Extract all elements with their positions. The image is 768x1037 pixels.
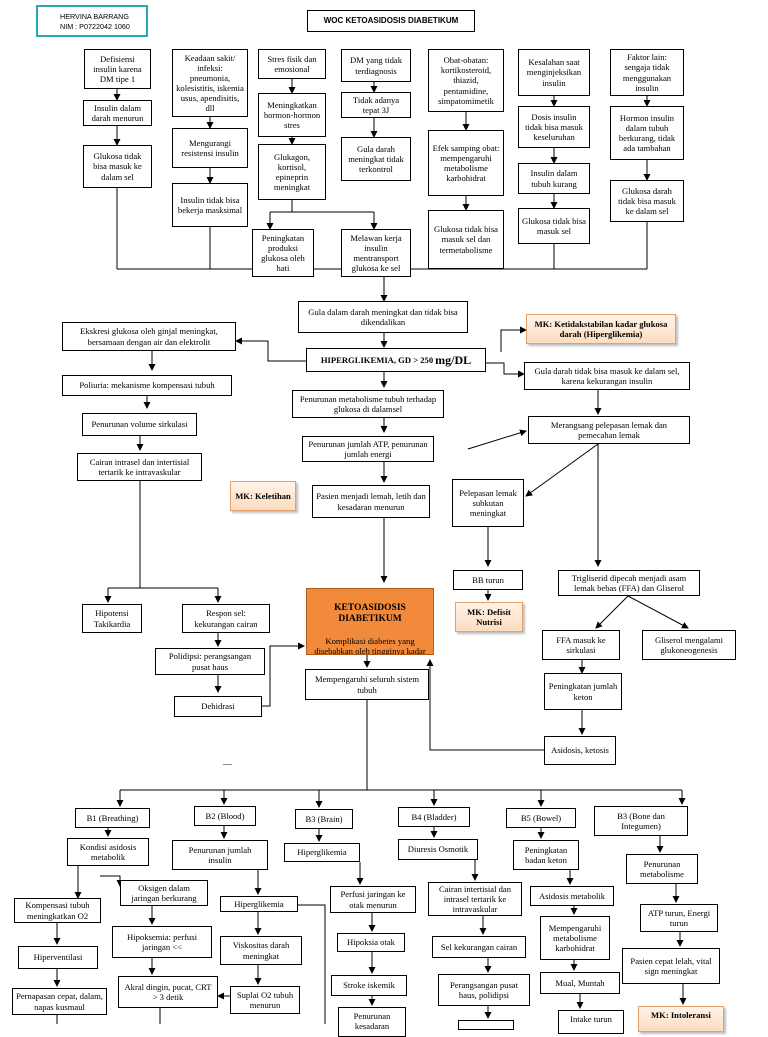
cause-infeksi: Keadaan sakit/ infeksi: pneumonia, koles…	[172, 49, 248, 117]
b2-viskositas-box: Viskositas darah meningkat	[220, 936, 302, 965]
ketoasidosis-diabetikum-box: KETOASIDOSIS DIABETIKUM Komplikasi diabe…	[306, 588, 434, 655]
page-title: WOC KETOASIDOSIS DIABETIKUM	[307, 10, 475, 32]
ffa-sirkulasi-box: FFA masuk ke sirkulasi	[542, 630, 620, 660]
pelepasan-lemak-box: Pelepasan lemak subkutan meningkat	[452, 479, 524, 527]
b5-badan-keton-box: Peningkatan badan keton	[513, 840, 579, 870]
b6-atp-turun-box: ATP turun, Energi turun	[640, 904, 718, 932]
kad-title: KETOASIDOSIS DIABETIKUM	[334, 603, 406, 625]
respon-sel-box: Respon sel: kekurangan cairan	[182, 604, 270, 633]
b3-stroke-box: Stroke iskemik	[331, 975, 407, 996]
gula-tidak-terkontrol-box: Gula darah meningkat tidak terkontrol	[341, 137, 411, 181]
author-name: HERVINA BARRANG	[60, 12, 129, 21]
b5-bowel-label: B5 (Bowel)	[506, 808, 576, 828]
mk-keletihan: MK: Keletihan	[230, 481, 296, 511]
ekskresi-glukosa-box: Ekskresi glukosa oleh ginjal meningkat, …	[62, 322, 236, 351]
cause-kesalahan-injeksi: Kesalahan saat menginjeksikan insulin	[518, 49, 590, 96]
b3-hipoksia-box: Hipoksia otak	[337, 933, 405, 952]
tepat-3j-box: Tidak adanya tepat 3J	[341, 92, 411, 118]
b5-mual-muntah-box: Mual, Muntah	[540, 972, 620, 994]
author-nim: NIM : P0722042 1060	[60, 21, 130, 31]
resistensi-insulin-box: Mengurangi resistensi insulin	[172, 128, 248, 168]
penurunan-atp-box: Penurunan jumlah ATP, penurunan jumlah e…	[302, 436, 434, 462]
cause-faktor-lain: Faktor lain: sengaja tidak menggunakan i…	[610, 49, 684, 96]
hormon-insulin-berkurang-box: Hormon insulin dalam tubuh berkurang, ti…	[610, 106, 684, 160]
b3-hiperglikemia-box: Hiperglikemia	[284, 843, 360, 862]
insulin-tidak-bekerja-box: Insulin tidak bisa bekerja masksimal	[172, 183, 248, 227]
b1-asidosis-box: Kondisi asidosis metabolik	[67, 838, 149, 866]
stray-dash: —	[223, 759, 232, 769]
produksi-glukosa-hati-box: Peningkatan produksi glukosa oleh hati	[252, 229, 314, 277]
b5-intake-box: Intake turun	[558, 1010, 624, 1034]
glukagon-box: Glukagon, kortisol, epineprin meningkat	[258, 144, 326, 200]
b4-bladder-label: B4 (Bladder)	[398, 807, 470, 827]
pasien-lemah-box: Pasien menjadi lemah, letih dan kesadara…	[312, 485, 430, 518]
mempengaruhi-sistem-box: Mempengaruhi seluruh sistem tubuh	[305, 669, 429, 700]
mk-intoleransi: MK: Intoleransi	[638, 1006, 724, 1032]
mk-defisit-nutrisi: MK: Defisit Nutrisi	[455, 602, 523, 632]
glukosa-darah-tidak-masuk-box: Glukosa darah tidak bisa masuk ke dalam …	[610, 180, 684, 222]
b3-penurunan-kesadaran-box: Penurunan kesadaran	[338, 1007, 406, 1037]
mk-hiperglikemia: MK: Ketidakstabilan kadar glukosa darah …	[526, 314, 676, 344]
b6-penurunan-metabolisme-box: Penurunan metabolisme	[626, 854, 698, 884]
penurunan-volume-box: Penurunan volume sirkulasi	[82, 413, 197, 436]
b1-hiperventilasi-box: Hiperventilasi	[18, 946, 98, 969]
glukosa-tidak-masuk-box: Glukosa tidak bisa masuk ke dalam sel	[83, 145, 152, 188]
b4-sel-kekurangan-box: Sel kekurangan cairan	[432, 936, 526, 958]
b2-penurunan-insulin-box: Penurunan jumlah insulin	[172, 840, 268, 870]
b1-oksigen-box: Oksigen dalam jaringan berkurang	[120, 880, 208, 906]
gula-tidak-masuk-sel-insulin-box: Gula darah tidak bisa masuk ke dalam sel…	[524, 362, 690, 390]
b4-perangsangan-haus-box: Perangsangan pusat haus, polidipsi	[438, 974, 530, 1006]
penurunan-metabolisme-box: Penurunan metabolisme tubuh terhadap glu…	[292, 390, 444, 418]
trigliserid-box: Trigliserid dipecah menjadi asam lemak b…	[558, 570, 700, 596]
bb-turun-box: BB turun	[453, 570, 523, 590]
cause-dm-tidak-terdiagnosis: DM yang tidak terdiagnosis	[341, 49, 411, 82]
insulin-kurang-box: Insulin dalam tubuh kurang	[518, 163, 590, 194]
melawan-insulin-box: Melawan kerja insulin mentransport gluko…	[341, 229, 411, 277]
b2-hiperglikemia-box: Hiperglikemia	[220, 896, 298, 912]
gula-meningkat-box: Gula dalam darah meningkat dan tidak bis…	[298, 301, 468, 333]
hiperglikemia-box: HIPERGLIKEMIA, GD > 250 mg/DL	[306, 348, 486, 372]
cause-obat-obatan: Obat-obatan: kortikosteroid, thiazid, pe…	[428, 49, 504, 112]
glukosa-tidak-masuk-sel-box: Glukosa tidak bisa masuk sel	[518, 208, 590, 244]
b3-brain-label: B3 (Brain)	[295, 809, 353, 829]
cause-stres: Stres fisik dan emosional	[258, 49, 326, 79]
cairan-intrasel-box: Cairan intrasel dan intertisial tertarik…	[77, 453, 202, 481]
peningkatan-keton-box: Peningkatan jumlah keton	[544, 673, 622, 710]
b4-diuresis-box: Diuresis Osmotik	[398, 839, 478, 860]
gliserol-box: Gliserol mengalami glukoneogenesis	[642, 630, 736, 660]
dehidrasi-box: Dehidrasi	[174, 696, 262, 717]
insulin-menurun-box: Insulin dalam darah menurun	[83, 100, 152, 126]
b3-perfusi-otak-box: Perfusi jaringan ke otak menurun	[330, 886, 416, 913]
poliuria-box: Poliuria: mekanisme kompensasi tubuh	[62, 375, 232, 396]
b6-bone-integumen-label: B3 (Bone dan Integumen)	[594, 806, 688, 836]
b5-asidosis-box: Asidosis metabolik	[530, 886, 614, 906]
b1-akral-box: Akral dingin, pucat, CRT > 3 detik	[118, 976, 218, 1008]
dosis-insulin-box: Dosis insulin tidak bisa masuk keseluruh…	[518, 106, 590, 148]
polidipsi-box: Polidipsi: perangsangan pusat haus	[155, 648, 265, 675]
b2-blood-label: B2 (Blood)	[194, 806, 256, 826]
merangsang-lemak-box: Merangsang pelepasan lemak dan pemecahan…	[528, 416, 690, 444]
b1-hipoksemia-box: Hipoksemia: perfusi jaringan <<	[112, 926, 212, 958]
hormon-stres-box: Meningkatkan hormon-hormon stres	[258, 93, 326, 137]
glukosa-tidak-termetabolisme-box: Glukosa tidak bisa masuk sel dan termeta…	[428, 210, 504, 269]
hiperglikemia-label: HIPERGLIKEMIA, GD > 250	[320, 354, 434, 365]
asidosis-ketosis-box: Asidosis, ketosis	[544, 736, 616, 765]
hiperglikemia-unit: mg/DL	[435, 352, 472, 367]
b4-cairan-box: Cairan intertisial dan intrasel tertarik…	[428, 882, 522, 916]
efek-samping-obat-box: Efek samping obat: mempengaruhi metaboli…	[428, 130, 504, 196]
kad-description: Komplikasi diabetes yang disebabkan oleh…	[314, 635, 426, 655]
b5-metabolisme-karbohidrat-box: Mempengaruhi metabolisme karbohidrat	[540, 916, 610, 960]
hipotensi-box: Hipotensi Takikardia	[82, 604, 142, 633]
b1-pernapasan-box: Pernapasan cepat, dalam, napas kusmaul	[12, 988, 107, 1015]
b4-next-box	[458, 1020, 514, 1030]
cause-defisiensi-insulin: Defisiensi insulin karena DM tipe 1	[84, 49, 151, 89]
author-label: HERVINA BARRANG NIM : P0722042 1060	[36, 5, 148, 37]
b1-breathing-label: B1 (Breathing)	[75, 808, 150, 828]
b2-suplai-o2-box: Suplai O2 tubuh menurun	[230, 986, 300, 1014]
b6-cepat-lelah-box: Pasien cepat lelah, vital sign meningkat	[622, 948, 720, 984]
b1-kompensasi-box: Kompensasi tubuh meningkatkan O2	[14, 898, 101, 923]
